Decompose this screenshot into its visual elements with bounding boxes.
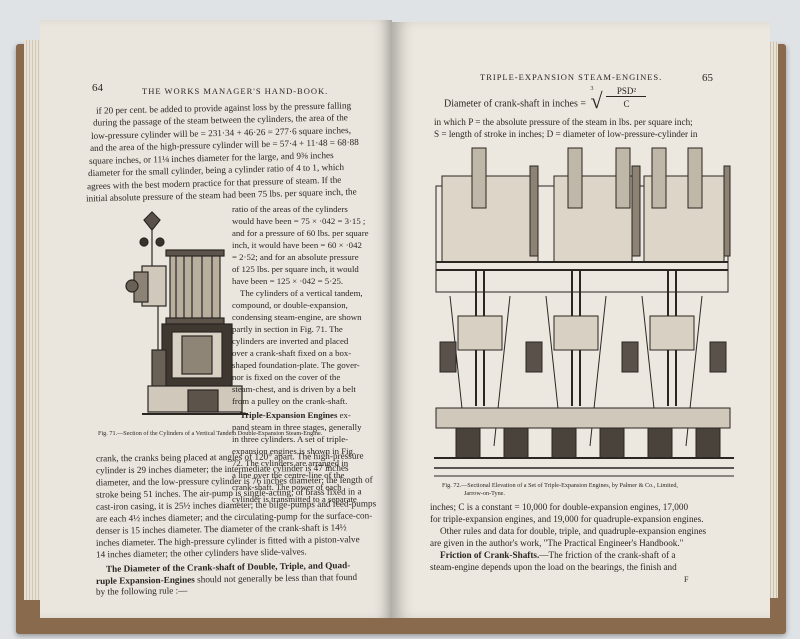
text-line: nor is fixed on the cover of the: [232, 372, 341, 382]
fig-71-caption: Fig. 71.—Section of the Cylinders of a V…: [98, 430, 323, 437]
formula-numerator: PSD²: [606, 86, 647, 97]
root-index: 3: [590, 86, 594, 92]
fig-72-caption-line-2: Jarrow-on-Tyne.: [464, 490, 505, 497]
fig-72-caption-line-1: Fig. 72.—Sectional Elevation of a Set of…: [442, 482, 678, 489]
running-head-left: THE WORKS MANAGER'S HAND-BOOK.: [142, 86, 329, 96]
text-line: in three cylinders. A set of triple-: [232, 434, 349, 444]
text-line: over a crank-shaft fixed on a box-: [232, 348, 352, 358]
text-line: by the following rule :—: [95, 585, 188, 597]
crankshaft-formula: Diameter of crank-shaft in inches = 3 √ …: [444, 86, 656, 114]
fig-71-engine-illustration: [125, 211, 248, 415]
formula-radical: 3 √ PSD² C: [588, 86, 656, 114]
subhead-bold: ruple Expansion-Engines: [95, 574, 195, 587]
formula-lead: Diameter of crank-shaft in inches =: [444, 98, 586, 110]
text-line: condensing steam-engine, are shown: [232, 312, 362, 322]
text-line: = 2·52; and for an absolute pressure: [232, 252, 359, 262]
text-line: ratio of the areas of the cylinders: [232, 204, 348, 214]
text-line: have been = 125 × ·042 = 5·25.: [232, 276, 344, 286]
text-line: inch, it would have been = 60 × ·042: [232, 240, 362, 250]
text-line: partly in section in Fig. 71. The: [232, 324, 343, 334]
page-number-right: 65: [702, 72, 713, 84]
text-line: in which P = the absolute pressure of th…: [434, 117, 693, 127]
text-line: expansion engines is shown in Fig.: [232, 446, 356, 456]
formula-denominator: C: [623, 99, 630, 109]
running-head-right: TRIPLE-EXPANSION STEAM-ENGINES.: [480, 72, 663, 82]
text-line: crank-shaft. The power of each: [232, 482, 342, 492]
text-line: and for a pressure of 60 lbs. per square: [232, 228, 369, 238]
subhead-rest: ex-: [337, 410, 351, 420]
text-line: 72. The cylinders are arranged in: [232, 458, 349, 468]
text-line: would have been = 75 × ·042 = 3·15 ;: [232, 216, 366, 226]
subhead-bold: Triple-Expansion Engines: [240, 410, 338, 420]
text-line: cylinders are inverted and placed: [232, 336, 349, 346]
text-line: The cylinders of a vertical tandem,: [240, 288, 363, 298]
fig-72-triple-expansion-engine-illustration: [434, 147, 734, 477]
text-line: of 125 lbs. per square inch, it would: [232, 264, 359, 274]
subhead-friction: Friction of Crank-Shafts.—The friction o…: [440, 550, 676, 561]
text-line: compound, or double-expansion,: [232, 300, 348, 310]
right-page-edges: [768, 42, 778, 598]
text-line: from a pulley on the crank-shaft.: [232, 396, 348, 406]
text-line: cylinder is transmitted to a separate: [232, 494, 357, 504]
text-line: inches; C is a constant = 10,000 for dou…: [430, 502, 689, 512]
subhead-bold: Friction of Crank-Shafts.: [440, 550, 540, 560]
text-line: Other rules and data for double, triple,…: [440, 526, 707, 536]
text-line: are given in the author's work, "The Pra…: [430, 538, 684, 548]
left-page: 64 THE WORKS MANAGER'S HAND-BOOK. if 20 …: [40, 20, 392, 618]
subhead-rest: —The friction of the crank-shaft of a: [539, 550, 676, 560]
text-line: pand steam in three stages, generally: [232, 422, 362, 432]
text-line: steam-engine depends upon the load on th…: [430, 562, 677, 572]
text-line: S = length of stroke in inches; D = diam…: [434, 129, 698, 139]
radical-sign: √: [590, 88, 603, 113]
page-number-left: 64: [92, 82, 103, 94]
subhead-triple-expansion: Triple-Expansion Engines ex-: [240, 410, 351, 421]
text-line: 14 inches diameter; the other cylinders …: [95, 546, 307, 560]
text-line: shaped foundation-plate. The gover-: [232, 360, 360, 370]
text-line: a line over the centre-line of the: [232, 470, 345, 480]
left-page-edges: [24, 40, 42, 600]
right-page: TRIPLE-EXPANSION STEAM-ENGINES. 65 Diame…: [392, 22, 770, 618]
text-line: for triple-expansion engines, and 19,000…: [430, 514, 704, 524]
text-line: steam-chest, and is driven by a belt: [232, 384, 356, 394]
signature-mark: F: [684, 575, 689, 584]
subhead-rest: should not generally be less than that f…: [194, 571, 358, 585]
